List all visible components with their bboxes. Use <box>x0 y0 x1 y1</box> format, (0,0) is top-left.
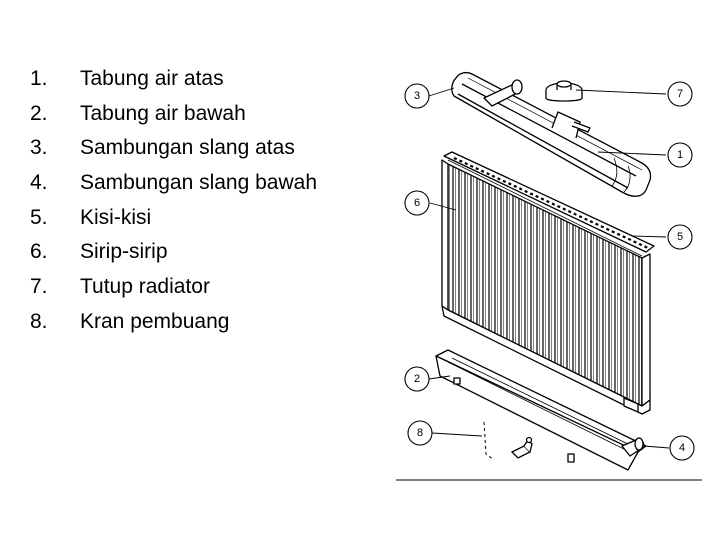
callout-2-circle <box>404 366 430 392</box>
drain-leader <box>483 421 495 461</box>
upper-tank <box>451 71 652 197</box>
callout-3-label: 3 <box>414 90 420 102</box>
callout-4-circle <box>669 435 695 461</box>
part-label: Sambungan slang bawah <box>80 171 318 195</box>
callout-4-label: 4 <box>679 442 685 454</box>
part-label: Tabung air atas <box>80 67 224 90</box>
part-label: Kran pembuang <box>80 309 230 333</box>
part-label: Tabung air bawah <box>80 101 246 125</box>
part-number: 3. <box>30 136 48 160</box>
callout-2-label: 2 <box>414 373 420 385</box>
callout-leaders <box>428 87 670 449</box>
radiator-core <box>441 151 655 415</box>
radiator-exploded-view: 3 7 1 6 5 2 8 4 <box>396 71 702 481</box>
radiator-cap <box>545 80 583 102</box>
drain-plug <box>510 436 533 459</box>
part-label: Tutup radiator <box>80 275 210 299</box>
callout-1-label: 1 <box>677 149 683 161</box>
radiator-diagram: 3 7 1 6 5 2 8 4 <box>392 60 712 485</box>
lower-tank <box>435 349 647 471</box>
callout-6-circle <box>404 190 430 216</box>
callout-8-label: 8 <box>417 427 423 439</box>
part-number: 2. <box>30 101 48 125</box>
callout-circles <box>404 81 695 461</box>
part-label: Sambungan slang atas <box>80 136 295 160</box>
part-number: 8. <box>30 309 48 333</box>
callout-6-label: 6 <box>414 197 420 209</box>
part-number: 5. <box>30 205 48 229</box>
part-number: 7. <box>30 275 48 299</box>
callout-7-circle <box>667 81 693 107</box>
part-number: 4. <box>30 171 48 195</box>
part-label: Kisi-kisi <box>80 205 152 229</box>
callout-3-circle <box>404 83 430 109</box>
callout-7-label: 7 <box>677 88 683 100</box>
callout-5-circle <box>667 224 693 250</box>
part-label: Sirip-sirip <box>80 240 168 264</box>
part-number: 6. <box>30 240 48 264</box>
part-number: 1. <box>30 67 48 90</box>
callout-8-circle <box>407 420 433 446</box>
callout-1-circle <box>667 142 693 168</box>
callout-5-label: 5 <box>677 231 683 243</box>
